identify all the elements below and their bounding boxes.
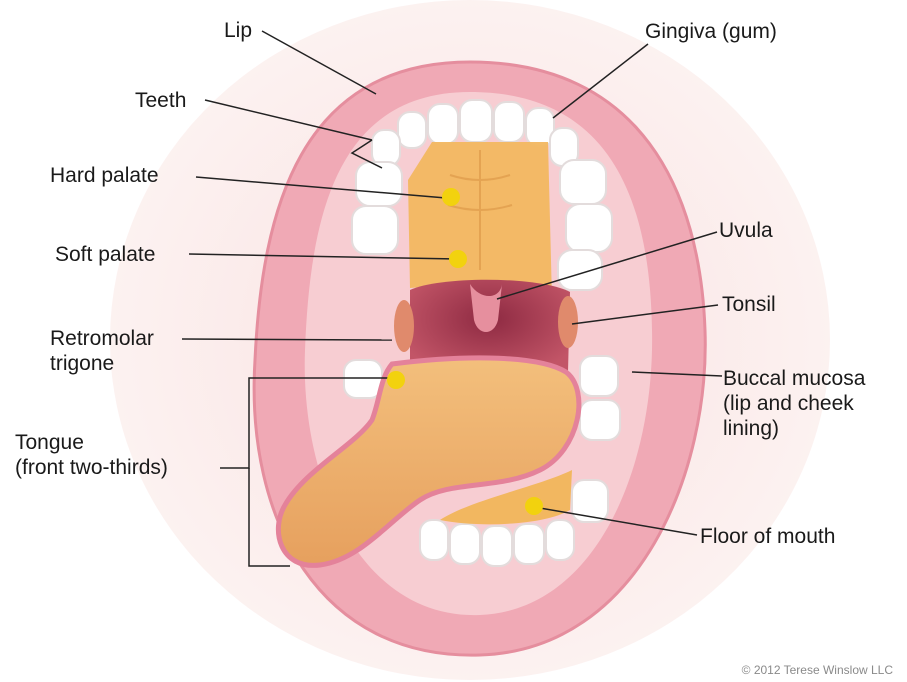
label-buccal-mucosa: Buccal mucosa (lip and cheek lining) — [723, 366, 865, 441]
tongue-marker — [387, 371, 405, 389]
tonsil-left — [394, 300, 414, 352]
label-buccal-line1: Buccal mucosa — [723, 366, 865, 391]
label-hard-palate: Hard palate — [50, 163, 159, 188]
label-buccal-line2: (lip and cheek — [723, 391, 865, 416]
label-soft-palate: Soft palate — [55, 242, 155, 267]
label-tongue-line2: (front two-thirds) — [15, 455, 168, 480]
copyright-notice: © 2012 Terese Winslow LLC — [742, 663, 893, 677]
label-floor-of-mouth: Floor of mouth — [700, 524, 835, 549]
label-gingiva: Gingiva (gum) — [645, 19, 777, 44]
tonsil-right — [558, 296, 578, 348]
label-retromolar-trigone: Retromolar trigone — [50, 326, 154, 376]
label-lip: Lip — [224, 18, 252, 43]
floor-of-mouth-marker — [525, 497, 543, 515]
label-tongue: Tongue (front two-thirds) — [15, 430, 168, 480]
label-teeth: Teeth — [135, 88, 186, 113]
label-retromolar-line1: Retromolar — [50, 326, 154, 351]
label-retromolar-line2: trigone — [50, 351, 154, 376]
label-buccal-line3: lining) — [723, 416, 865, 441]
label-tongue-line1: Tongue — [15, 430, 168, 455]
hard-palate-marker — [442, 188, 460, 206]
soft-palate-marker — [449, 250, 467, 268]
label-tonsil: Tonsil — [722, 292, 776, 317]
label-uvula: Uvula — [719, 218, 773, 243]
